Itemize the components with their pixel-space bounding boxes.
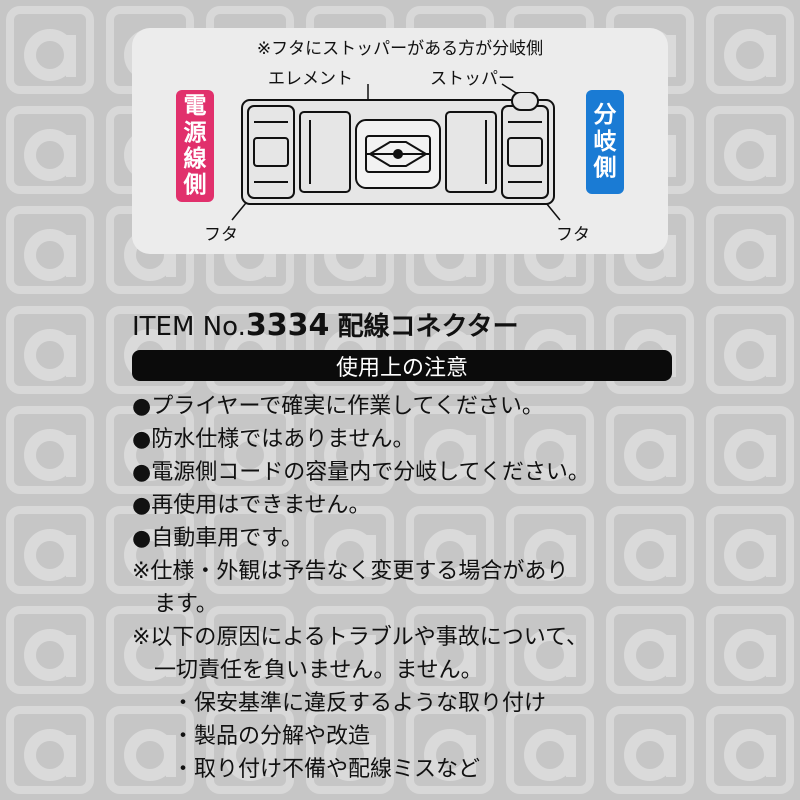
branch-side-badge: 分 岐 側 xyxy=(586,90,624,194)
caution-heading-bar: 使用上の注意 xyxy=(132,350,672,381)
stopper-label: ストッパー xyxy=(430,69,515,89)
power-side-char: 源 xyxy=(183,119,207,146)
note-line: ●自動車用です。 xyxy=(132,526,303,551)
item-name: 配線コネクター xyxy=(337,312,519,342)
caution-heading: 使用上の注意 xyxy=(335,355,468,381)
diagram-note: ※フタにストッパーがある方が分岐側 xyxy=(256,39,544,59)
note-line: ●電源側コードの容量内で分岐してください。 xyxy=(132,460,590,485)
item-title: ITEM No.3334 配線コネクター xyxy=(132,306,519,343)
power-side-char: 線 xyxy=(183,146,207,172)
branch-side-char: 岐 xyxy=(593,128,617,155)
note-line: ・取り付け不備や配線ミスなど xyxy=(172,757,481,782)
diagram-panel: ※フタにストッパーがある方が分岐側 エレメント ストッパー フタ フタ 電 源 … xyxy=(132,28,668,254)
lid-right-label: フタ xyxy=(556,225,590,245)
item-prefix: ITEM No. xyxy=(132,312,246,342)
note-line: ※仕様・外観は予告なく変更する場合があり xyxy=(132,559,569,584)
item-number: 3334 xyxy=(245,308,330,343)
note-line: ※以下の原因によるトラブルや事故について、 xyxy=(132,625,589,650)
connector-illustration xyxy=(241,92,555,205)
branch-side-char: 側 xyxy=(593,155,617,182)
note-line: ・製品の分解や改造 xyxy=(172,724,371,749)
branch-side-char: 分 xyxy=(593,102,617,129)
power-side-char: 電 xyxy=(183,93,207,120)
note-line: ●再使用はできません。 xyxy=(132,493,371,518)
power-side-char: 側 xyxy=(183,172,207,199)
lid-left-label: フタ xyxy=(204,225,238,245)
note-line: ます。 xyxy=(154,592,218,617)
note-line: ・保安基準に違反するような取り付け xyxy=(172,691,547,716)
note-line: ●プライヤーで確実に作業してください。 xyxy=(132,394,544,419)
power-side-badge: 電 源 線 側 xyxy=(176,90,214,202)
caution-notes: ●プライヤーで確実に作業してください。 ●防水仕様ではありません。 ●電源側コー… xyxy=(132,390,692,786)
note-line: 一切責任を負いません。ません。 xyxy=(154,658,483,683)
element-label: エレメント xyxy=(268,69,353,89)
note-line: ●防水仕様ではありません。 xyxy=(132,427,415,452)
